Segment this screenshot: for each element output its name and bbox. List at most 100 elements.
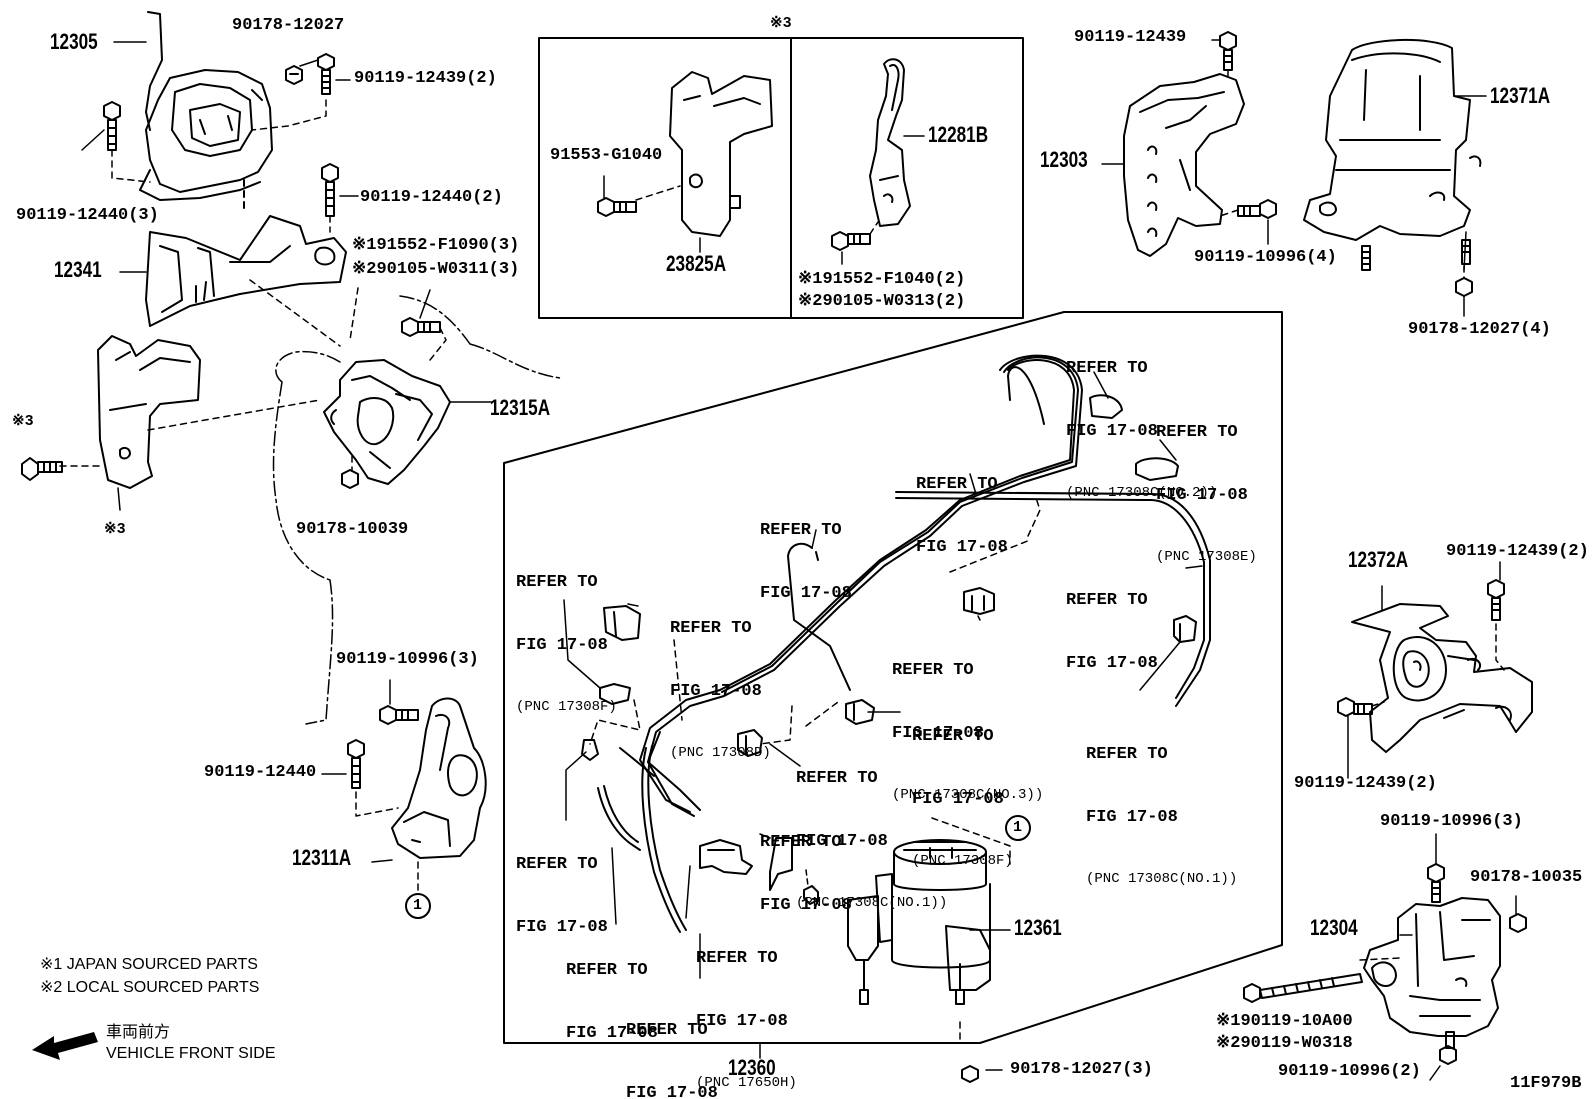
refer-fig: FIG 17-08: [696, 1012, 788, 1031]
label-12303: 12303: [1040, 147, 1088, 172]
refer-callout-e: REFER TO FIG 17-08: [516, 812, 608, 959]
refer-callout-17308d: REFER TO FIG 17-08 (PNC 17308D): [670, 576, 771, 783]
refer-pnc: (PNC 17308D): [670, 745, 771, 761]
bracket-12304-drawing: [1243, 833, 1527, 1081]
label-90119-10996-2: 90119-10996(2): [1278, 1062, 1421, 1081]
refer-fig: FIG 17-08: [516, 918, 608, 937]
label-91553-g1040: 91553-G1040: [550, 146, 663, 165]
label-note3-left: ※3: [12, 413, 34, 430]
label-90178-12027: 90178-12027: [232, 16, 345, 35]
refer-line: REFER TO: [916, 475, 998, 494]
refer-line: REFER TO: [760, 833, 842, 852]
label-90119-12440-3: 90119-12440(3): [16, 206, 159, 225]
label-91552-f1040: ※191552-F1040(2): [798, 270, 966, 289]
label-90178-12027-4: 90178-12027(4): [1408, 320, 1551, 339]
label-12371a: 12371A: [1490, 83, 1551, 108]
refer-line: REFER TO: [1066, 359, 1148, 378]
nut-90178-12027: [285, 65, 303, 85]
label-12372a: 12372A: [1348, 547, 1409, 572]
label-12305: 12305: [50, 29, 98, 54]
reference-leader-lines: [563, 371, 1203, 1071]
refer-line: REFER TO: [516, 573, 598, 592]
label-note3-top: ※3: [770, 15, 792, 32]
label-12304: 12304: [1310, 915, 1358, 940]
label-90105-w0311: ※290105-W0311(3): [352, 260, 520, 279]
canister-12361-drawing: [847, 815, 1031, 1083]
refer-callout-17308f-left: REFER TO FIG 17-08 (PNC 17308F): [516, 530, 617, 737]
refer-fig: FIG 17-08: [796, 832, 888, 851]
bracket-23825a-drawing: [597, 71, 773, 253]
clips-and-hoses: [581, 394, 1197, 905]
refer-fig: FIG 17-08: [916, 538, 1008, 557]
label-90119-10996-4: 90119-10996(4): [1194, 248, 1337, 267]
refer-callout-c: REFER TO FIG 17-08: [1066, 548, 1158, 695]
refer-pnc: (PNC 17650H): [696, 1075, 797, 1091]
bolt-90119-12440-2: [321, 163, 339, 217]
refer-callout-17308e: REFER TO FIG 17-08 (PNC 17308E): [1156, 380, 1257, 587]
refer-pnc: (PNC 17308C(NO.1)): [1086, 871, 1238, 887]
refer-callout-b: REFER TO FIG 17-08: [760, 478, 852, 625]
label-12341: 12341: [54, 257, 102, 282]
bolt-90119-12439-a: [317, 53, 335, 95]
mount-12371a-drawing: [1303, 38, 1487, 317]
label-90178-12027-3: 90178-12027(3): [1010, 1060, 1153, 1079]
refer-callout-17308c-no1-right: REFER TO FIG 17-08 (PNC 17308C(NO.1)): [1086, 702, 1237, 909]
label-90105-w0313: ※290105-W0313(2): [798, 292, 966, 311]
refer-fig: FIG 17-08: [670, 682, 762, 701]
refer-fig: FIG 17-08: [912, 790, 1004, 809]
refer-callout-a: REFER TO FIG 17-08: [916, 432, 1008, 579]
engine-outline: [272, 295, 561, 725]
label-12311a: 12311A: [292, 845, 352, 870]
bolt-90119-12440-3: [103, 101, 121, 151]
refer-callout-17308c-no1-center: REFER TO FIG 17-08 (PNC 17308C(NO.1)): [796, 726, 947, 933]
refer-pnc: (PNC 17308F): [516, 699, 617, 715]
label-circle-left: 1: [413, 897, 423, 914]
refer-fig: FIG 17-08: [516, 636, 608, 655]
bracket-12303-drawing: [1101, 31, 1277, 257]
refer-line: REFER TO: [892, 661, 974, 680]
label-note3-left-bottom: ※3: [104, 521, 126, 538]
refer-line: REFER TO: [912, 727, 994, 746]
refer-callout-g: REFER TO FIG 17-08: [626, 978, 718, 1099]
label-91552-f1090: ※191552-F1090(3): [352, 236, 520, 255]
label-12281b: 12281B: [928, 122, 989, 147]
refer-fig: FIG 17-08: [626, 1084, 718, 1099]
refer-line: REFER TO: [516, 855, 598, 874]
label-90119-10a00: ※190119-10A00: [1216, 1012, 1353, 1031]
refer-fig: FIG 17-08: [760, 896, 852, 915]
bracket-12305-drawing: [139, 11, 273, 213]
refer-pnc: (PNC 17308E): [1156, 549, 1257, 565]
refer-callout-d: REFER TO FIG 17-08: [760, 790, 852, 937]
refer-line: REFER TO: [696, 949, 778, 968]
label-90178-10035: 90178-10035: [1470, 868, 1583, 887]
refer-fig: FIG 17-08: [892, 724, 984, 743]
pipes: [597, 354, 1211, 933]
label-90119-10996-3: 90119-10996(3): [336, 650, 479, 669]
bracket-12341-drawing: [119, 215, 347, 327]
label-90119-12439-2-lower: 90119-12439(2): [1294, 774, 1437, 793]
label-90119-12439-2: 90119-12439(2): [354, 69, 497, 88]
refer-pnc: (PNC 17308C(NO.3)): [892, 787, 1044, 803]
refer-fig: FIG 17-08: [1066, 654, 1158, 673]
refer-callout-f: REFER TO FIG 17-08: [566, 918, 658, 1065]
note-vehicle-front-side: VEHICLE FRONT SIDE: [106, 1045, 276, 1062]
refer-fig: FIG 17-08: [1156, 486, 1248, 505]
refer-line: REFER TO: [796, 769, 878, 788]
refer-pnc: (PNC 17308C(NO.2)): [1066, 485, 1218, 501]
label-90119-12440: 90119-12440: [204, 763, 317, 782]
refer-callout-17308f-right: REFER TO FIG 17-08 (PNC 17308F): [912, 684, 1013, 891]
refer-callout-17308c-no2: REFER TO FIG 17-08 (PNC 17308C(NO.2)): [1066, 316, 1217, 523]
label-circle-center: 1: [1013, 819, 1023, 836]
inset-box-note3: [538, 37, 1024, 319]
front-direction-arrow: [32, 1032, 98, 1060]
label-23825a: 23825A: [666, 251, 727, 276]
label-90119-w0318: ※290119-W0318: [1216, 1034, 1353, 1053]
label-12315a: 12315A: [490, 395, 551, 420]
leader-lines-upper-left: [81, 41, 359, 233]
note-front-japanese: 車両前方: [106, 1024, 171, 1041]
refer-fig: FIG 17-08: [1066, 422, 1158, 441]
label-90119-12439-2-right: 90119-12439(2): [1446, 542, 1589, 561]
reference-circle-center: [1005, 815, 1031, 841]
